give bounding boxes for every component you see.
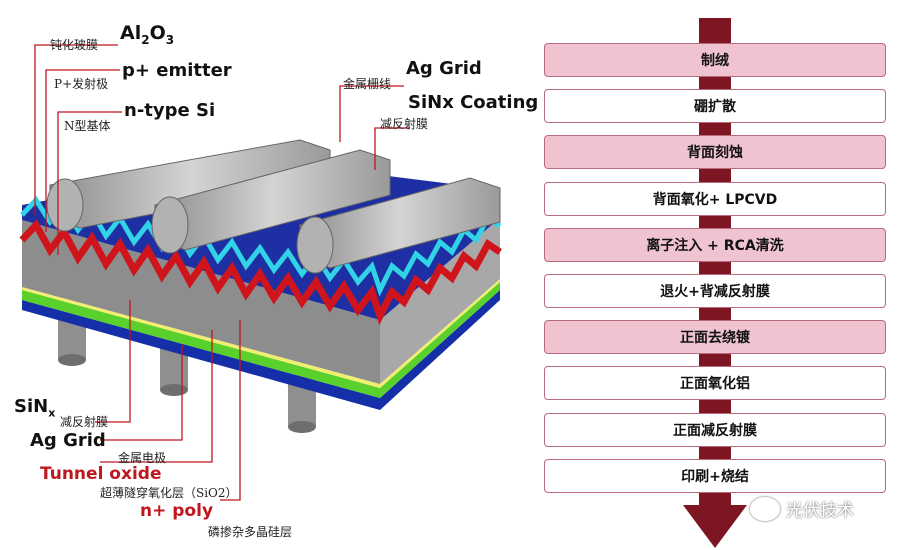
process-step: 制绒: [544, 43, 886, 77]
ag-grid-top-cn-label: 金属栅线: [343, 77, 392, 91]
watermark: 光伏技术: [750, 496, 854, 521]
process-step: 正面氧化铝: [544, 366, 886, 401]
process-step: 背面氧化+ LPCVD: [544, 181, 886, 216]
process-step: 印刷+烧结: [544, 458, 886, 493]
ag-grid-bottom-cn-label: 金属电极: [118, 451, 167, 465]
sinx-bottom-label: SiNx: [14, 396, 56, 420]
arrow-head: [683, 505, 747, 548]
p-emitter-cn-label: P+发射极: [54, 77, 109, 91]
process-step: 正面减反射膜: [544, 412, 886, 447]
process-step: 硼扩散: [544, 89, 886, 124]
process-step: 背面刻蚀: [544, 135, 886, 170]
process-step: 退火+背减反射膜: [544, 274, 886, 308]
ag-grid-top-label: Ag Grid: [406, 58, 482, 79]
sinx-coating-cn-label: 减反射膜: [380, 117, 429, 131]
al2o3-cn-label: 钝化玻膜: [50, 38, 99, 52]
wechat-icon: [750, 496, 780, 521]
sinx-bottom-cn-label: 减反射膜: [60, 415, 109, 429]
n-poly-cn-label: 磷掺杂多晶硅层: [208, 525, 293, 539]
tunnel-oxide-cn-label: 超薄隧穿氧化层（SiO2）: [100, 486, 238, 500]
front-grid-bars: [46, 139, 501, 274]
sinx-zigzag: [20, 195, 502, 297]
ag-grid-bottom-label: Ag Grid: [30, 430, 106, 451]
n-type-cn-label: N型基体: [64, 119, 111, 133]
n-poly-label: n+ poly: [140, 501, 214, 521]
process-step: 离子注入 + RCA清洗: [544, 227, 886, 262]
al2o3-label: Al2O3: [120, 22, 175, 47]
tunnel-oxide-label: Tunnel oxide: [40, 464, 162, 484]
sinx-coating-label: SiNx Coating: [408, 92, 539, 113]
leader-lines: [34, 44, 410, 501]
p-emitter-label: p+ emitter: [122, 60, 232, 81]
emitter-zigzag: [19, 219, 502, 326]
n-type-label: n-type Si: [124, 100, 216, 121]
process-step: 正面去绕镀: [544, 320, 886, 355]
watermark-text: 光伏技术: [786, 501, 854, 521]
